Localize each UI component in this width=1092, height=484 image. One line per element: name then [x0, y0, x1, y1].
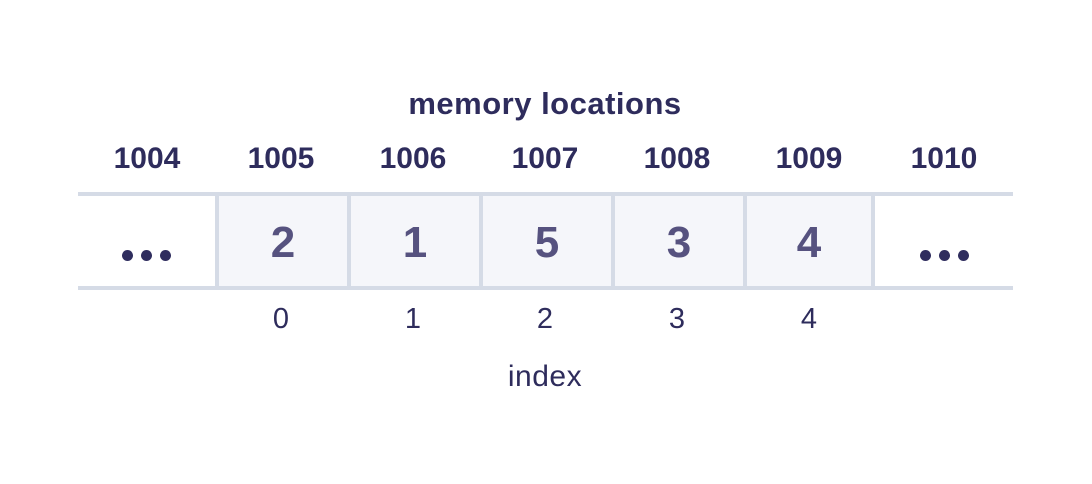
array-cell: 4	[743, 196, 875, 286]
ellipsis-icon	[920, 250, 969, 261]
dot-icon	[122, 250, 133, 261]
memory-address: 1007	[511, 142, 579, 175]
dot-icon	[141, 250, 152, 261]
cell-value: 3	[666, 218, 692, 267]
array-cell: 1	[347, 196, 479, 286]
index-value: 1	[404, 303, 422, 335]
ellipsis-icon	[122, 250, 171, 261]
memory-address: 1008	[643, 142, 711, 175]
memory-address: 1005	[247, 142, 315, 175]
dot-icon	[920, 250, 931, 261]
cell-value: 1	[402, 218, 428, 267]
memory-address: 1006	[379, 142, 447, 175]
cell-value: 2	[270, 218, 296, 267]
array-cell: 3	[611, 196, 743, 286]
index-value: 2	[536, 303, 554, 335]
dot-icon	[958, 250, 969, 261]
memory-address: 1009	[775, 142, 843, 175]
dot-icon	[160, 250, 171, 261]
diagram-title: memory locations	[408, 86, 682, 121]
memory-rail: 2 1 5 3 4	[78, 192, 1013, 290]
cell-value: 4	[796, 218, 822, 267]
index-value: 0	[272, 303, 290, 335]
index-value: 4	[800, 303, 818, 335]
array-cell: 2	[215, 196, 347, 286]
cell-value: 5	[534, 218, 560, 267]
memory-address: 1004	[113, 142, 181, 175]
index-value: 3	[668, 303, 686, 335]
memory-address: 1010	[910, 142, 978, 175]
index-caption: index	[507, 360, 583, 393]
array-cell: 5	[479, 196, 611, 286]
dot-icon	[939, 250, 950, 261]
